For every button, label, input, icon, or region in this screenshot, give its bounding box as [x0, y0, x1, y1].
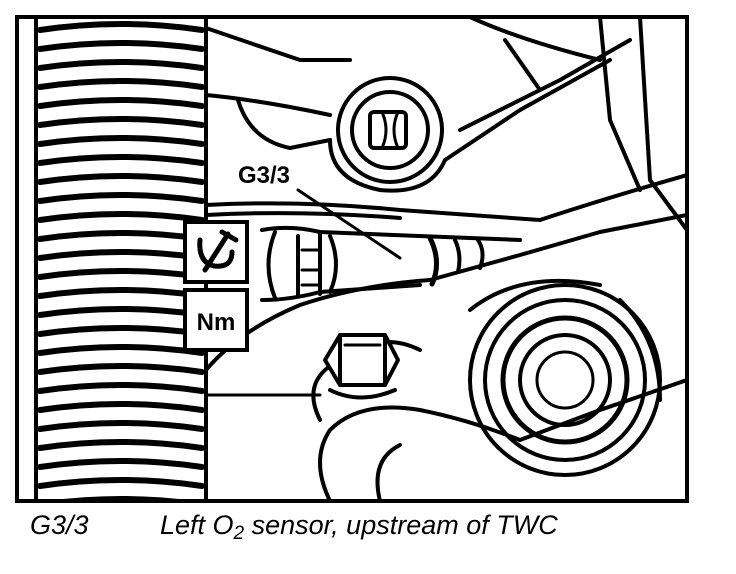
- thread-ridge: [37, 173, 205, 185]
- thread-ridge: [37, 458, 205, 470]
- caption-description: Left O2 sensor, upstream of TWC: [160, 510, 558, 544]
- threaded-rod: [34, 17, 208, 501]
- upper-bracket: [204, 17, 687, 232]
- thread-ridge: [37, 135, 205, 147]
- caption-desc-pre: Left O: [160, 510, 234, 540]
- figure-frame: [15, 15, 689, 503]
- tool-icon-box: [183, 220, 249, 284]
- thread-ridge: [37, 116, 205, 128]
- o2-sensor-body: [260, 225, 522, 302]
- thread-ridge: [37, 78, 205, 90]
- exhaust-stud-nut: [323, 333, 400, 400]
- hex-bolt: [336, 76, 444, 184]
- caption-code: G3/3: [30, 510, 89, 540]
- thread-ridge: [37, 97, 205, 109]
- torque-badge-text: Nm: [197, 309, 236, 336]
- thread-ridge: [37, 192, 205, 204]
- thread-ridge: [37, 477, 205, 489]
- caption-desc-post: sensor, upstream of TWC: [244, 510, 558, 540]
- thread-ridge: [37, 382, 205, 394]
- callout-leader: [296, 188, 402, 260]
- wrench-socket-icon: [197, 229, 239, 273]
- thread-ridge: [37, 154, 205, 166]
- thread-ridge: [37, 439, 205, 451]
- thread-ridge: [37, 363, 205, 375]
- thread-ridge: [37, 401, 205, 413]
- thread-ridge: [37, 40, 205, 52]
- thread-ridge: [37, 59, 205, 71]
- caption-desc-sub: 2: [233, 523, 245, 544]
- exhaust-pipe: [204, 173, 687, 222]
- thread-ridge: [37, 21, 205, 33]
- thread-ridge: [37, 420, 205, 432]
- callout-label: G3/3: [238, 162, 290, 189]
- torque-badge: Nm: [183, 288, 249, 352]
- thread-ridge: [37, 211, 205, 223]
